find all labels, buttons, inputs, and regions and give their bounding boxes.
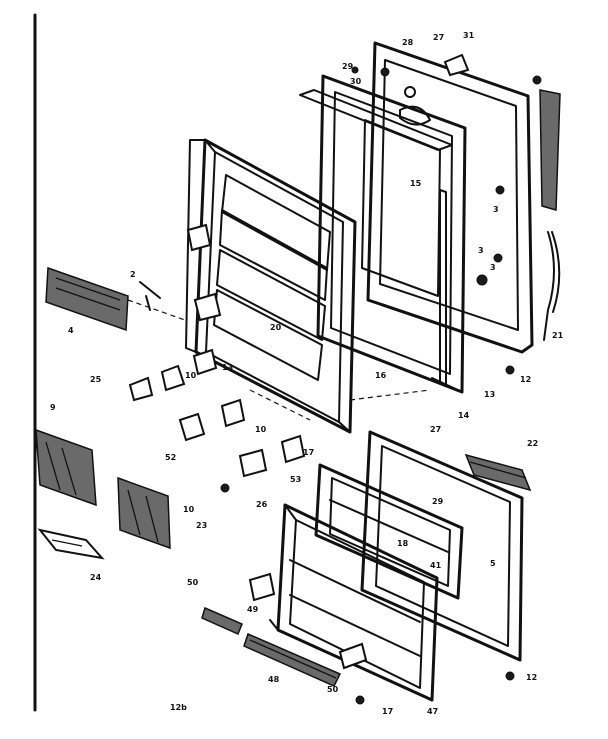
label-50b: 50: [327, 685, 339, 694]
shelf-10: [117, 476, 171, 550]
label-30: 30: [350, 77, 362, 86]
label-25: 25: [90, 375, 102, 384]
label-13b: 13: [484, 390, 495, 399]
freezer-outer-door: [366, 41, 534, 354]
label-27b: 27: [430, 425, 441, 434]
door-handle-bar: [45, 266, 186, 332]
label-23: 23: [196, 521, 207, 530]
label-47: 47: [427, 707, 438, 716]
label-20: 20: [270, 323, 282, 332]
label-41: 41: [430, 561, 442, 570]
label-16: 16: [375, 371, 387, 380]
fresh-food-inner-liner: [248, 503, 515, 705]
label-14: 14: [458, 411, 470, 420]
label-17a: 17: [303, 448, 314, 457]
label-26: 26: [256, 500, 268, 509]
label-12a: 12: [520, 375, 531, 384]
label-3c: 3: [490, 263, 496, 272]
butter-dish-24: [37, 528, 105, 560]
label-53: 53: [290, 475, 301, 484]
vent-grille-22: [464, 453, 532, 492]
label-3a: 3: [493, 205, 499, 214]
label-2: 2: [130, 270, 136, 279]
label-17b: 17: [382, 707, 393, 716]
reference-mark: 12b: [170, 703, 187, 712]
label-4: 4: [68, 326, 74, 335]
label-12b: 12: [526, 673, 537, 682]
fresh-food-gasket: [314, 463, 464, 600]
label-21: 21: [552, 331, 564, 340]
label-49: 49: [247, 605, 259, 614]
label-28: 28: [402, 38, 414, 47]
label-24: 24: [90, 573, 102, 582]
label-5: 5: [490, 559, 496, 568]
label-9: 9: [50, 403, 56, 412]
label-18: 18: [397, 539, 409, 548]
label-27a: 27: [433, 33, 444, 42]
label-29b: 29: [432, 497, 444, 506]
label-10a: 10: [185, 371, 197, 380]
label-13a: 13: [222, 363, 233, 372]
label-31: 31: [463, 31, 475, 40]
hinge-bracket-right: [476, 75, 561, 375]
shelf-9: [35, 428, 97, 507]
label-50a: 50: [187, 578, 199, 587]
middle-hinge-parts: [128, 348, 431, 493]
label-3b: 3: [478, 246, 484, 255]
label-10b: 10: [255, 425, 267, 434]
label-22: 22: [527, 439, 538, 448]
label-15: 15: [410, 179, 422, 188]
label-52: 52: [165, 453, 176, 462]
fresh-food-outer-door: [360, 430, 524, 662]
label-48: 48: [268, 675, 280, 684]
label-29a: 29: [342, 62, 354, 71]
top-hinge-parts: [351, 53, 470, 126]
label-10c: 10: [183, 505, 195, 514]
toe-grille-48: [201, 606, 342, 687]
freezer-door-gasket: [299, 74, 467, 394]
freezer-inner-liner: [185, 138, 357, 434]
